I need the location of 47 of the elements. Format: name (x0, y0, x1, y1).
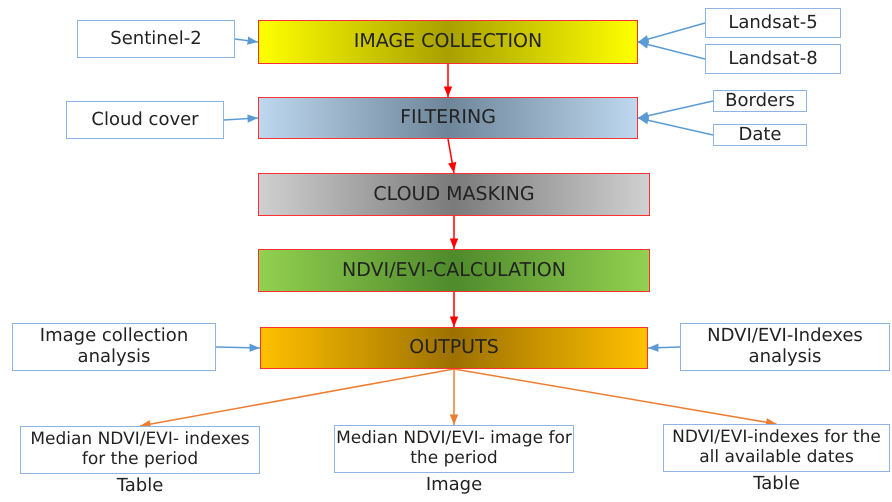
input-box (705, 8, 841, 38)
arrow (447, 138, 456, 174)
process-box (258, 249, 650, 292)
arrow (638, 116, 714, 136)
arrow (444, 64, 452, 97)
box-label: NDVI/EVI-indexes for the all available dates (671, 428, 882, 468)
arrow (638, 100, 714, 120)
box-label: Sentinel-2 (110, 28, 202, 50)
arrow (638, 22, 706, 44)
arrow (454, 368, 777, 426)
arrow (450, 216, 458, 249)
arrow (234, 36, 258, 45)
process-box (258, 97, 638, 139)
arrow (450, 292, 458, 327)
input-box (66, 101, 224, 139)
box-label: NDVI/EVI-Indexes analysis (706, 326, 864, 368)
box-label: CLOUD MASKING (373, 184, 535, 206)
process-box (258, 173, 650, 216)
box-label: OUTPUTS (409, 337, 499, 359)
process-box (260, 327, 648, 369)
arrow (140, 368, 454, 428)
box-label: Date (738, 124, 782, 146)
box-label: Landsat-8 (728, 48, 818, 70)
box-label: Cloud cover (91, 110, 199, 130)
input-box (713, 90, 807, 112)
input-box (680, 323, 890, 371)
input-box (12, 323, 216, 371)
box-label: Median NDVI/EVI- image for the period (335, 429, 573, 469)
box-caption: Table (116, 475, 164, 496)
input-box (77, 20, 235, 58)
arrow (450, 369, 458, 425)
box-label: IMAGE COLLECTION (354, 31, 542, 53)
process-box (258, 20, 638, 64)
box-label: FILTERING (400, 107, 496, 129)
input-box (705, 44, 841, 74)
input-box (713, 124, 807, 146)
box-label: Image collection analysis (38, 326, 190, 368)
box-label: Landsat-5 (728, 12, 818, 34)
arrow (638, 40, 706, 60)
arrow (216, 344, 260, 352)
box-caption: Image (424, 474, 484, 495)
box-label: Borders (725, 90, 795, 112)
arrow (648, 343, 680, 352)
arrow (224, 114, 258, 123)
box-label: Median NDVI/EVI- indexes for the period (29, 430, 251, 470)
box-caption: Table (752, 473, 801, 494)
box-label: NDVI/EVI-CALCULATION (342, 260, 566, 282)
